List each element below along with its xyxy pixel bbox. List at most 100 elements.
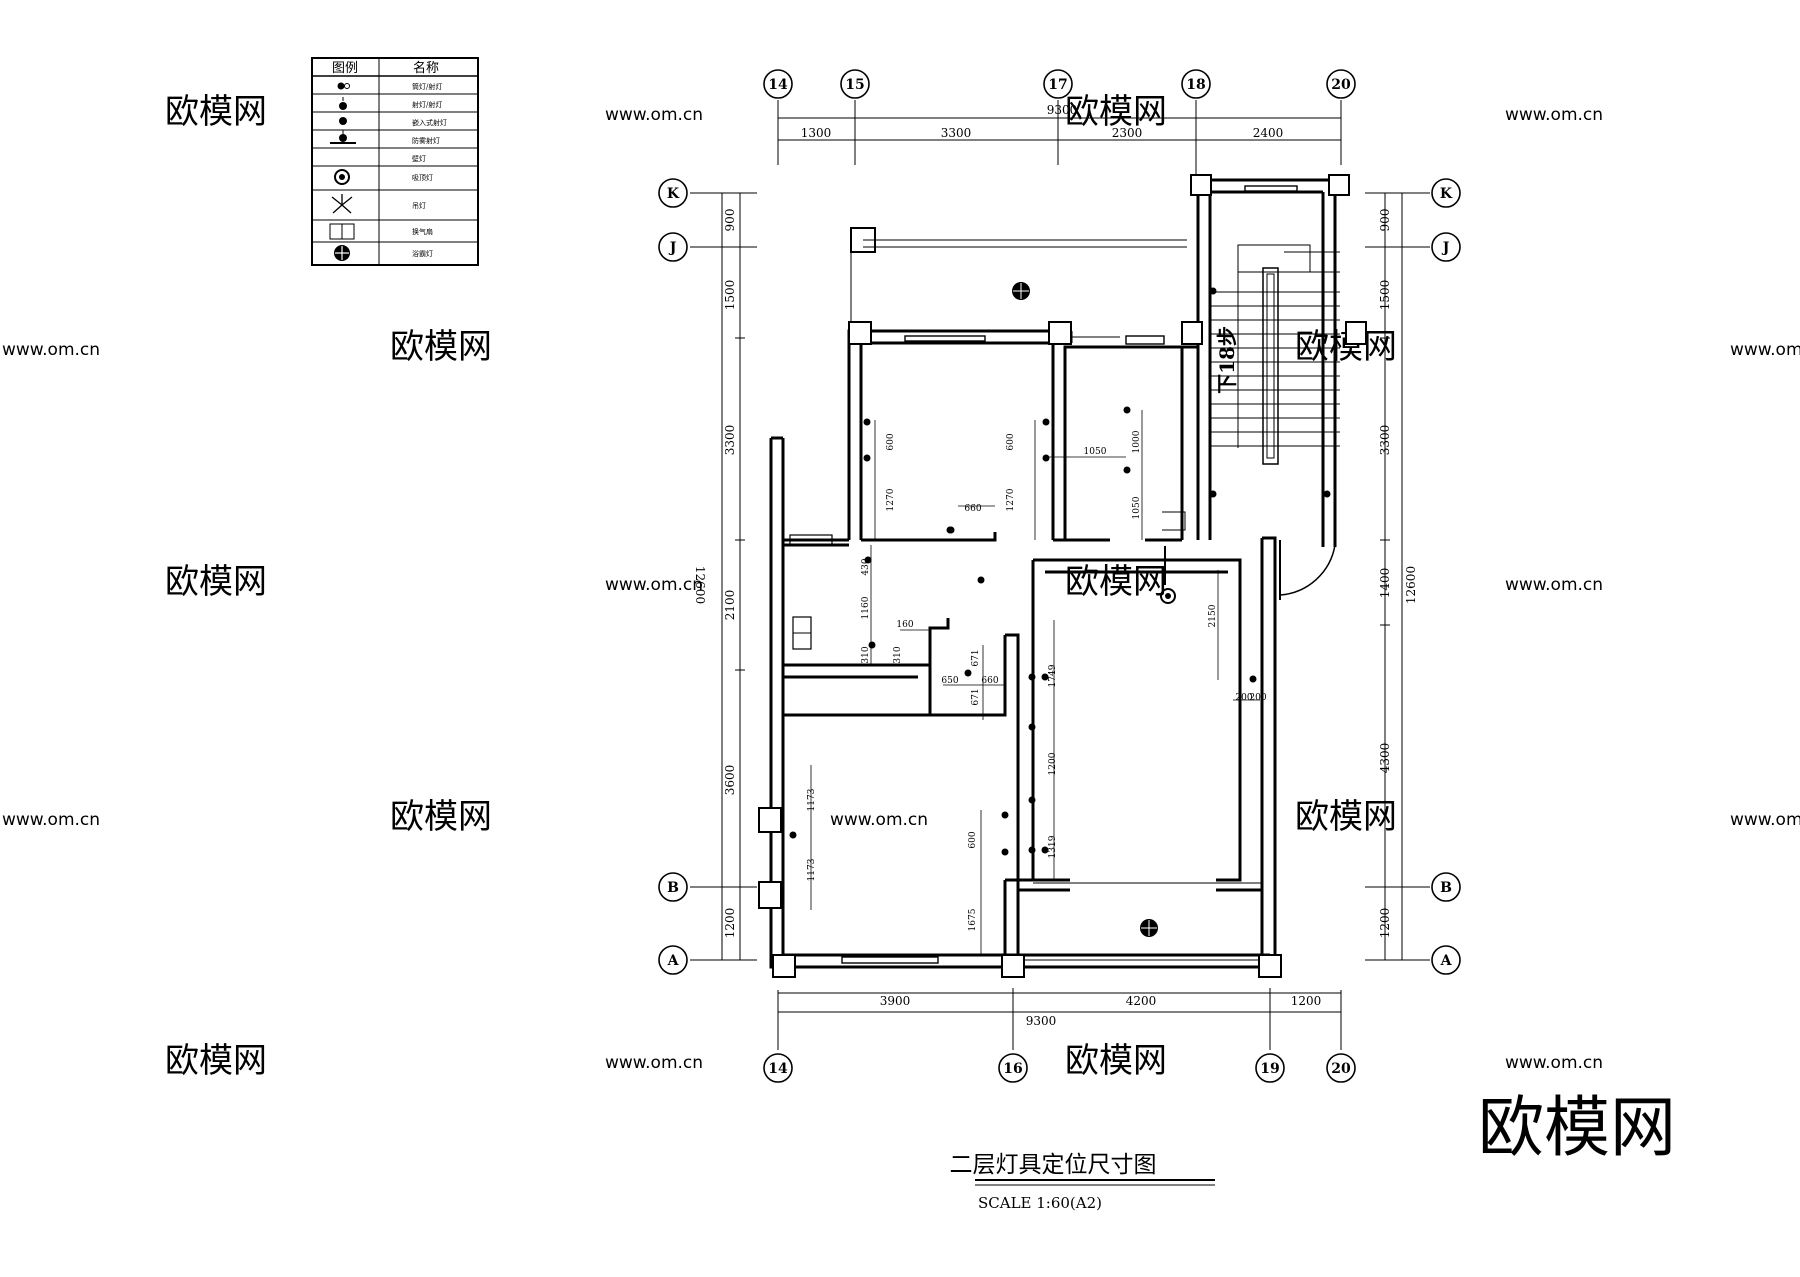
dim-bottom-total: 9300 — [1026, 1014, 1057, 1028]
ceiling-lamp-icon — [1160, 588, 1176, 604]
inner-dim: 1000 — [1132, 430, 1142, 453]
axis-marker-B-right: B — [1431, 872, 1461, 902]
downlight-icon — [1209, 287, 1217, 295]
legend-table — [311, 57, 479, 266]
dim-right-segment: 1200 — [1378, 908, 1392, 939]
watermark-logo: 欧模网 — [165, 562, 267, 602]
downlight-icon — [868, 641, 876, 649]
dim-right-segment: 4300 — [1378, 743, 1392, 774]
inner-dim: 1050 — [1132, 496, 1142, 519]
legend-name: 壁灯 — [412, 154, 426, 163]
legend-name: 嵌入式射灯 — [412, 118, 447, 127]
axis-marker-A-left: A — [658, 945, 688, 975]
columns — [758, 174, 1367, 978]
svg-text:K: K — [667, 186, 680, 202]
downlight-icon — [1042, 454, 1050, 462]
watermark-layer: 欧模网 www.om.cn 欧模网 www.om.cn www.om.cn 欧模… — [2, 92, 1800, 1166]
svg-text:14: 14 — [768, 77, 788, 93]
watermark-url: www.om.cn — [605, 575, 703, 595]
inner-dim: 671 — [971, 649, 981, 666]
legend-name: 换气扇 — [412, 227, 433, 236]
chandelier-icon — [331, 194, 353, 214]
dim-left-segment: 1500 — [723, 280, 737, 311]
downlight-icon — [1041, 846, 1049, 854]
downlight-icon — [863, 418, 871, 426]
inner-dim: 310 — [861, 646, 871, 663]
legend-header-name: 名称 — [413, 60, 439, 76]
svg-text:18: 18 — [1186, 77, 1205, 93]
inner-dim: 600 — [1006, 433, 1016, 450]
stair-label: 下18步 — [1215, 326, 1239, 394]
axis-marker-14-bottom: 14 — [763, 1053, 793, 1083]
svg-text:20: 20 — [1331, 77, 1351, 93]
downlight-icon — [977, 576, 985, 584]
dim-left-segment: 3300 — [723, 425, 737, 456]
dim-top-total: 9300 — [1047, 103, 1078, 117]
svg-text:A: A — [667, 953, 680, 969]
inner-dim: 1050 — [1084, 447, 1107, 457]
brand-logo: 欧模网 — [1478, 1089, 1676, 1166]
dim-right-segment: 3300 — [1378, 425, 1392, 456]
dim-bottom-segment: 4200 — [1126, 994, 1157, 1008]
inner-dim: 1160 — [861, 596, 871, 619]
dim-bottom-segment: 1200 — [1291, 994, 1322, 1008]
downlight-icon — [337, 82, 350, 90]
inner-dim: 160 — [896, 620, 913, 630]
inner-dim: 1173 — [807, 858, 817, 881]
inner-dim: 1749 — [1048, 664, 1058, 687]
inner-dim: 650 — [941, 676, 958, 686]
legend-header-symbol: 图例 — [332, 61, 358, 76]
dim-right-total: 12600 — [1404, 566, 1418, 604]
watermark-url: www.om.cn — [1505, 1053, 1603, 1073]
axis-marker-15-top: 15 — [840, 69, 870, 99]
downlight-icon — [1028, 846, 1036, 854]
axis-marker-B-left: B — [658, 872, 688, 902]
svg-text:B: B — [667, 880, 679, 896]
svg-text:15: 15 — [845, 77, 864, 93]
dim-top-segment: 2400 — [1253, 126, 1284, 140]
svg-text:16: 16 — [1003, 1061, 1022, 1077]
svg-text:J: J — [668, 240, 677, 256]
dim-left-segment: 1200 — [723, 908, 737, 939]
dim-top-segment: 1300 — [801, 126, 832, 140]
dim-top-segment: 2300 — [1112, 126, 1143, 140]
watermark-url: www.om.cn — [2, 810, 100, 830]
downlight-icon — [1123, 406, 1131, 414]
dimension-lines — [721, 117, 1403, 1013]
inner-dim: 2150 — [1208, 604, 1218, 627]
dim-left-segment: 900 — [723, 209, 737, 232]
axis-marker-16-bottom: 16 — [998, 1053, 1028, 1083]
axis-marker-20-top: 20 — [1326, 69, 1356, 99]
downlight-icon — [1001, 848, 1009, 856]
inner-dim: 430 — [861, 558, 871, 575]
downlight-icon — [1028, 673, 1036, 681]
bathroom-heater-icon — [1012, 282, 1030, 300]
svg-text:14: 14 — [768, 1061, 788, 1077]
axis-marker-J-right: J — [1431, 232, 1461, 262]
axis-lines — [690, 100, 1430, 1050]
legend-name: 吸顶灯 — [412, 173, 433, 182]
dim-left-segment: 3600 — [723, 765, 737, 796]
watermark-url: www.om.cn — [1730, 340, 1800, 360]
ceiling-lamp-icon — [334, 169, 350, 185]
inner-dim: 1270 — [1006, 488, 1016, 511]
axis-marker-J-left: J — [658, 232, 688, 262]
watermark-url: www.om.cn — [1730, 810, 1800, 830]
legend-name: 射灯/射灯 — [412, 100, 442, 109]
inner-dim: 660 — [981, 676, 998, 686]
watermark-logo: 欧模网 — [1065, 1041, 1167, 1081]
axis-marker-20-bottom: 20 — [1326, 1053, 1356, 1083]
axis-marker-K-left: K — [658, 178, 688, 208]
downlight-icon — [1042, 418, 1050, 426]
inner-dim: 671 — [971, 688, 981, 705]
legend-name: 筒灯/射灯 — [412, 82, 442, 91]
downlight-icon — [789, 831, 797, 839]
downlight-icon — [1209, 490, 1217, 498]
watermark-url: www.om.cn — [605, 105, 703, 125]
dim-top-segment: 3300 — [941, 126, 972, 140]
bathroom-heater-icon — [1140, 919, 1158, 937]
watermark-logo: 欧模网 — [1065, 562, 1167, 602]
watermark-logo: 欧模网 — [165, 1041, 267, 1081]
recessed-light-icon — [339, 117, 347, 125]
